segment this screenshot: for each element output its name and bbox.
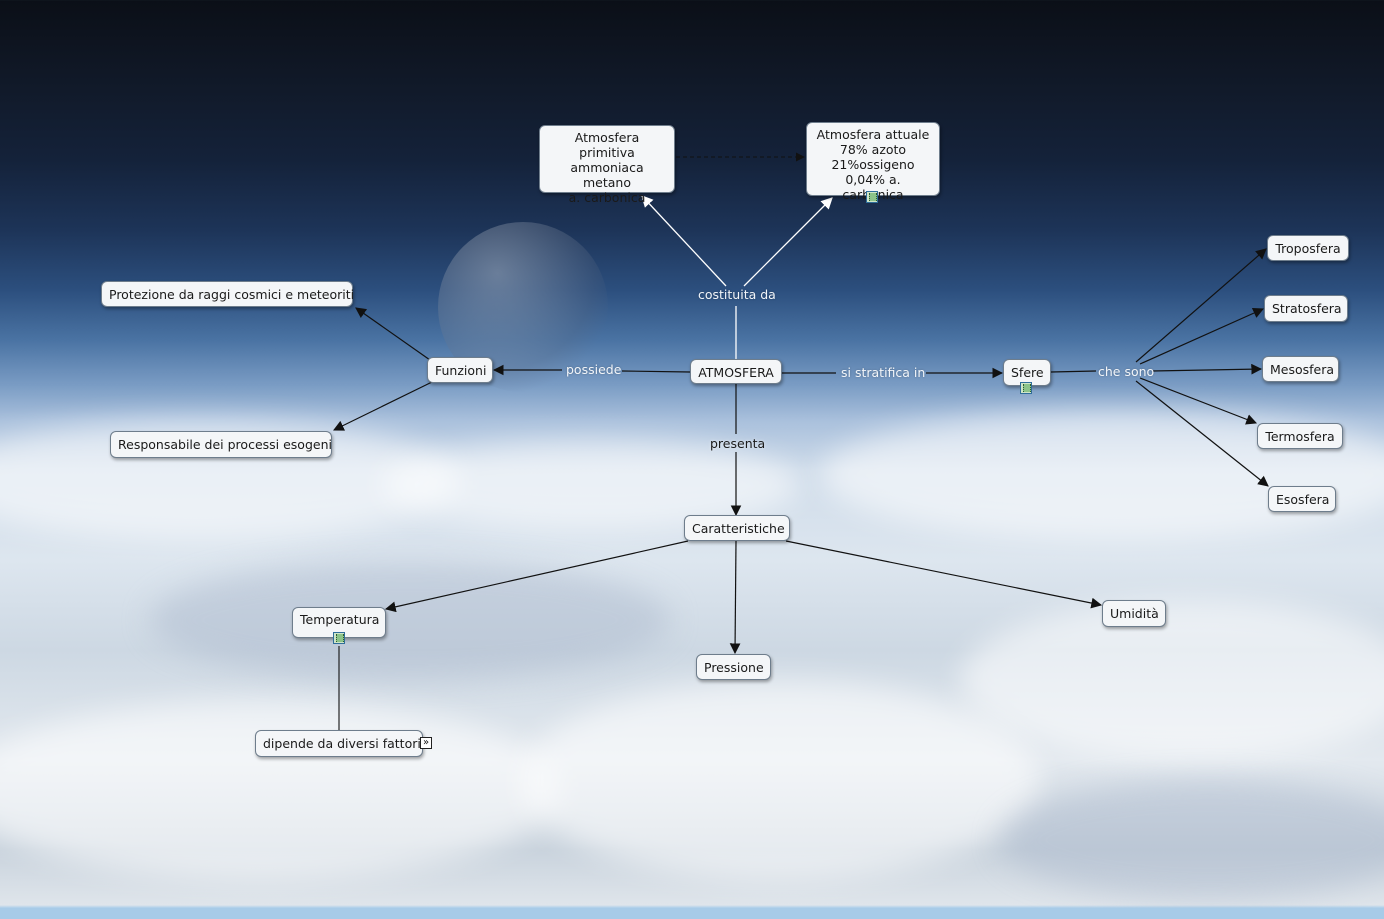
cloud-background	[960, 600, 1384, 760]
node-mesosfera[interactable]: Mesosfera	[1262, 356, 1339, 382]
link-label-che-sono: che sono	[1098, 364, 1155, 379]
connector-line	[1050, 370, 1097, 373]
connector-line	[384, 540, 689, 613]
connector-line	[785, 540, 1103, 609]
connector-line	[1139, 308, 1264, 365]
connector-line	[621, 370, 691, 373]
node-caratteristiche[interactable]: Caratteristiche	[684, 515, 790, 541]
node-protezione[interactable]: Protezione da raggi cosmici e meteoriti	[101, 281, 354, 307]
film-icon[interactable]	[1020, 382, 1032, 394]
node-umidita[interactable]: Umidità	[1102, 600, 1166, 627]
node-responsabile[interactable]: Responsabile dei processi esogeni	[110, 431, 332, 458]
node-termosfera[interactable]: Termosfera	[1257, 423, 1343, 449]
node-temperatura[interactable]: Temperatura	[292, 607, 386, 638]
cloud-background	[150, 560, 670, 680]
node-line: Atmosfera primitiva	[574, 130, 640, 160]
node-atmosfera-attuale[interactable]: Atmosfera attuale 78% azoto 21%ossigeno …	[806, 122, 940, 202]
link-label-presenta: presenta	[710, 436, 766, 451]
connector-line	[1135, 380, 1269, 487]
connector-line	[641, 195, 727, 287]
node-atmosfera-primitiva[interactable]: Atmosfera primitiva ammoniaca metano a. …	[539, 125, 675, 205]
connector-line	[743, 197, 833, 287]
link-label-possiede: possiede	[566, 362, 622, 377]
bottom-bar	[0, 908, 1384, 919]
link-label-si-stratifica-in: si stratifica in	[841, 365, 926, 380]
cloud-background	[1000, 780, 1384, 900]
node-pressione[interactable]: Pressione	[696, 654, 771, 680]
film-icon[interactable]	[866, 191, 878, 203]
connector-line	[1139, 377, 1258, 425]
node-dipende[interactable]: dipende da diversi fattori	[255, 730, 423, 757]
node-line: metano	[583, 175, 631, 190]
link-label-costituita-da: costituita da	[698, 287, 776, 302]
connector-line	[333, 381, 433, 431]
connector-line	[355, 307, 431, 361]
node-line: ammoniaca	[570, 160, 644, 175]
connector-line	[1151, 363, 1263, 375]
connector-line	[729, 540, 741, 655]
node-atmosfera[interactable]: ATMOSFERA	[690, 359, 782, 384]
node-sfere[interactable]: Sfere	[1003, 359, 1051, 386]
node-line: Atmosfera attuale	[816, 127, 930, 142]
node-line: 78% azoto	[839, 142, 907, 157]
node-esosfera[interactable]: Esosfera	[1268, 486, 1336, 512]
film-icon[interactable]	[333, 632, 345, 644]
node-line: a. carbonica	[568, 190, 646, 205]
node-line: 21%ossigeno	[831, 157, 915, 172]
double-chevron-icon[interactable]: »	[420, 737, 432, 749]
node-funzioni[interactable]: Funzioni	[427, 357, 493, 383]
cloud-background	[520, 680, 1040, 880]
node-stratosfera[interactable]: Stratosfera	[1264, 295, 1348, 322]
node-troposfera[interactable]: Troposfera	[1267, 235, 1349, 261]
connector-line	[1135, 248, 1267, 363]
